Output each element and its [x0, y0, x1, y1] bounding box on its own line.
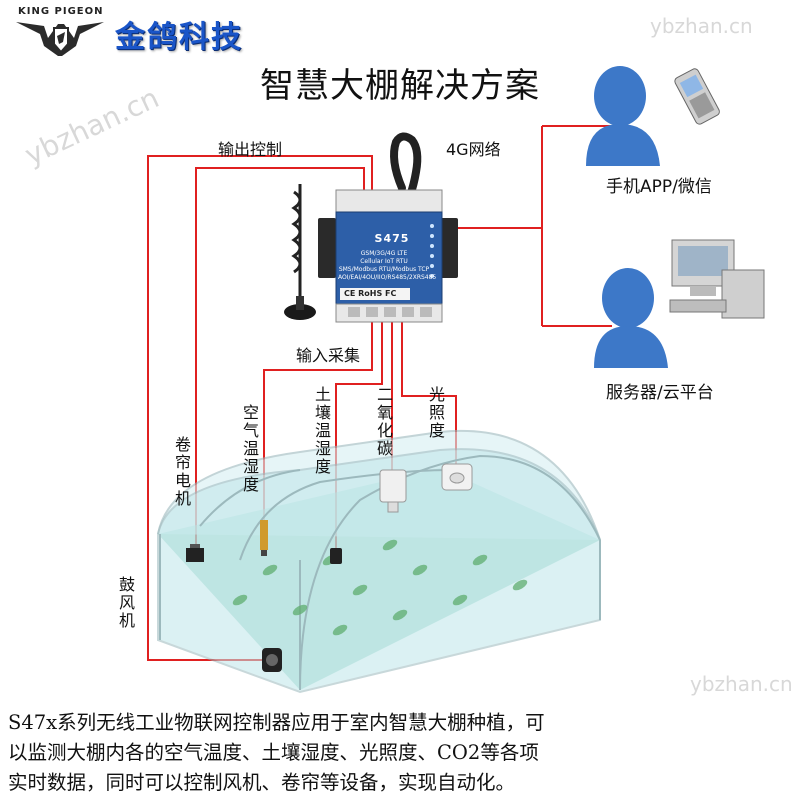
label-soil-sensor: 土壤温湿度 — [312, 386, 331, 476]
curtain-motor-icon — [186, 544, 204, 562]
label-server: 服务器/云平台 — [606, 383, 714, 403]
mobile-user-icon — [586, 66, 720, 166]
logo-brand-en: KING PIGEON — [18, 6, 104, 17]
co2-sensor-icon — [379, 469, 407, 513]
description-line: 实时数据，同时可以控制风机、卷帘等设备，实现自动化。 — [8, 771, 516, 794]
wire-curtain-motor — [195, 167, 365, 548]
page-title: 智慧大棚解决方案 — [260, 66, 540, 106]
label-network: 4G网络 — [446, 140, 501, 159]
watermark-bottom-right: ybzhan.cn — [690, 672, 793, 696]
label-mobile: 手机APP/微信 — [606, 177, 712, 197]
watermark-top-right: ybzhan.cn — [650, 14, 753, 38]
description: S47x系列无线工业物联网控制器应用于室内智慧大棚种植，可 以监测大棚内各的空气… — [8, 708, 798, 798]
description-line: S47x系列无线工业物联网控制器应用于室内智慧大棚种植，可 — [8, 711, 545, 734]
device-cert: CE RoHS FC — [344, 289, 397, 298]
light-sensor-icon — [441, 463, 473, 491]
description-line: 以监测大棚内各的空气温度、土壤湿度、光照度、CO2等各项 — [8, 741, 539, 764]
device-spec: GSM/3G/4G LTE Cellular IoT RTU SMS/Modbu… — [338, 250, 437, 282]
label-curtain-motor: 卷帘电机 — [172, 436, 191, 508]
device-spec-line1: GSM/3G/4G LTE — [360, 250, 408, 257]
antenna-left — [284, 184, 316, 320]
device-model: S475 — [374, 232, 410, 245]
air-sensor-icon — [260, 520, 268, 556]
fan-icon — [262, 648, 282, 672]
wiring — [147, 125, 612, 661]
logo-brand-cn: 金鸽科技 — [115, 20, 243, 55]
label-air-sensor: 空气温湿度 — [240, 404, 259, 494]
wire-air-sensor — [263, 318, 373, 520]
label-input-collect: 输入采集 — [296, 346, 361, 365]
rtu-device — [318, 189, 458, 323]
label-light-sensor: 光照度 — [426, 386, 445, 440]
device-spec-line2: Cellular IoT RTU — [360, 258, 408, 265]
wire-fan — [147, 155, 373, 661]
greenhouse — [157, 430, 601, 694]
pigeon-logo-icon — [16, 22, 104, 56]
server-user-icon — [594, 239, 765, 368]
device-spec-line3: SMS/Modbus RTU/Modbus TCP — [338, 266, 430, 273]
label-co2-sensor: 二氧化碳 — [374, 386, 393, 458]
device-spec-line4: AOI/EAI/4OU/IIO/RS485/2XRS485 — [338, 274, 437, 281]
label-output-control: 输出控制 — [218, 140, 283, 159]
label-fan: 鼓风机 — [116, 576, 135, 630]
soil-sensor-icon — [330, 548, 342, 564]
